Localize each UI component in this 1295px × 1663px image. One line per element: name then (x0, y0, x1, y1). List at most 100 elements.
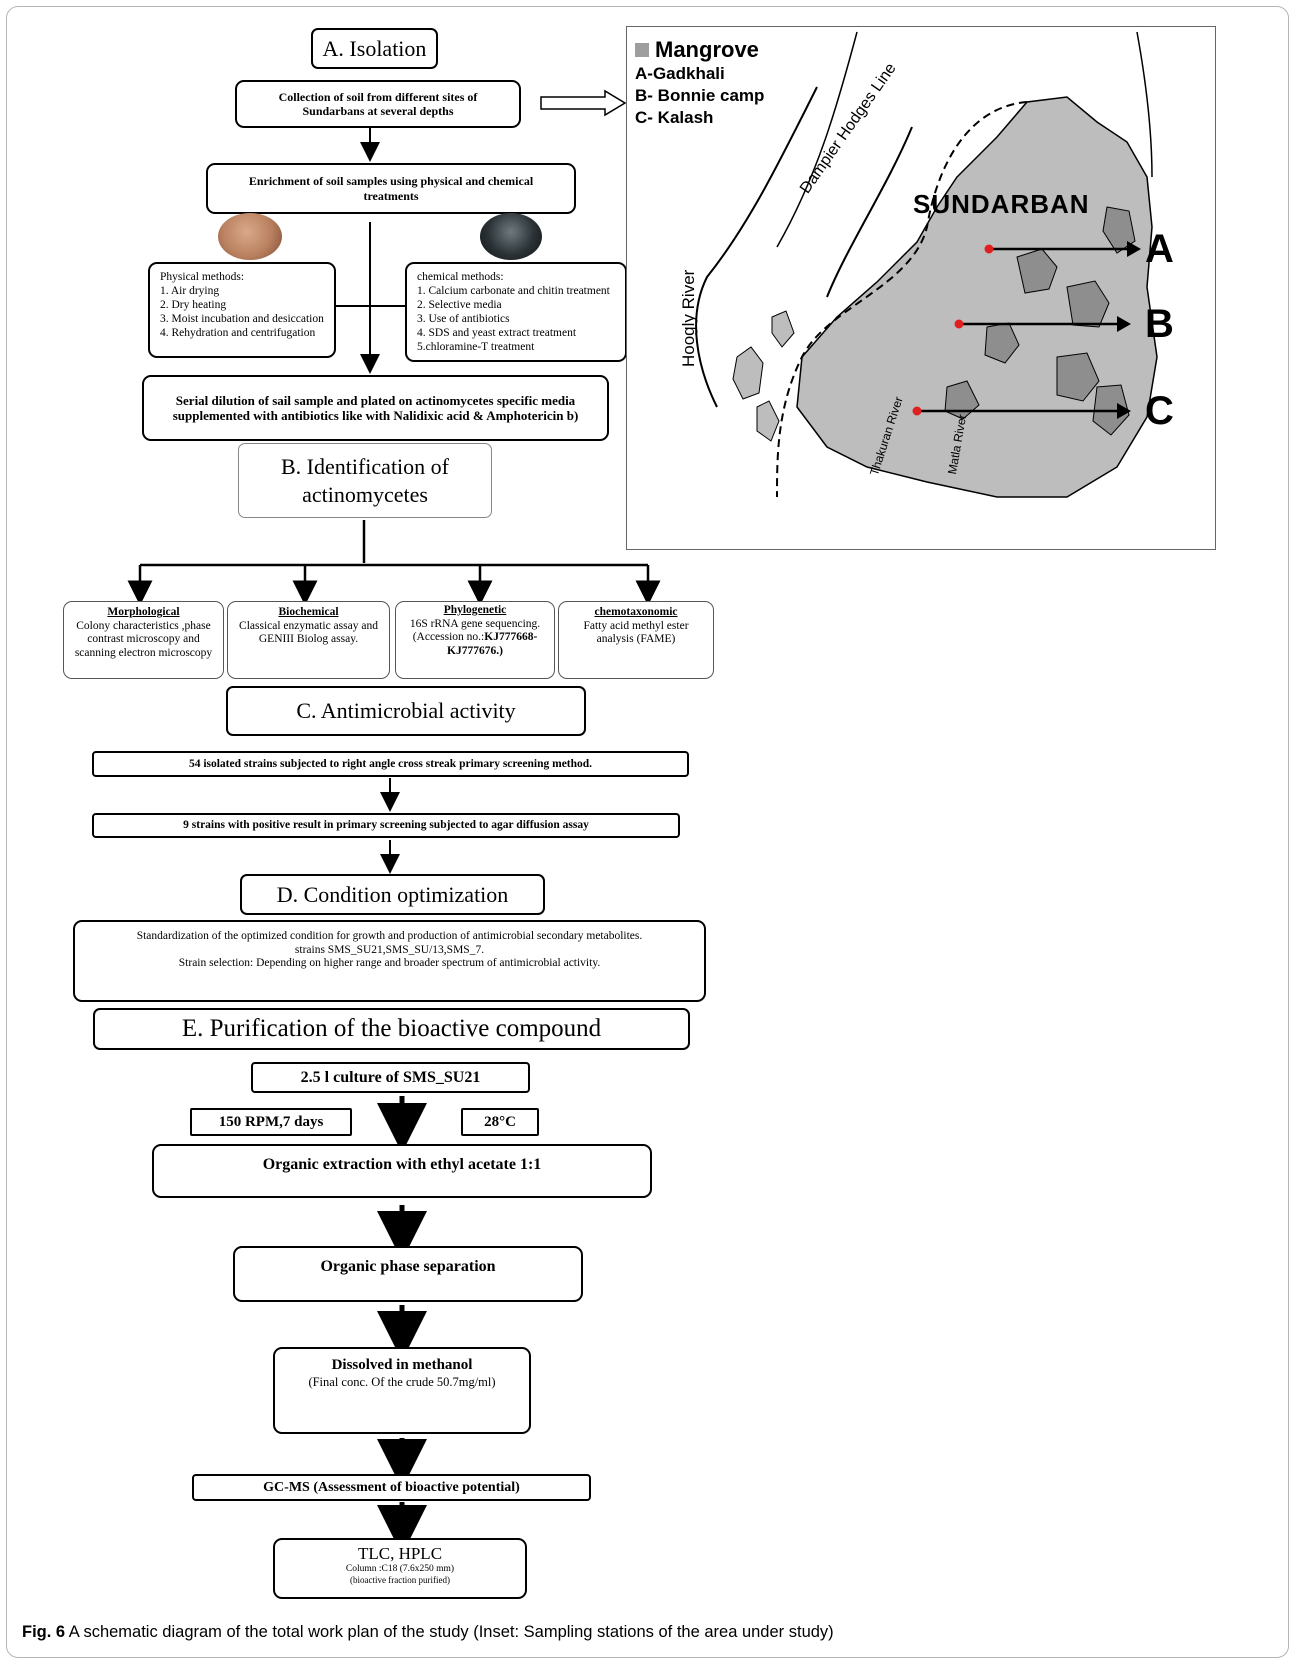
enrichment-text: Enrichment of soil samples using physica… (248, 174, 534, 203)
hoogly-river-label: Hoogly River (679, 269, 698, 367)
phylogenetic-box: Phylogenetic 16S rRNA gene sequencing. (… (395, 601, 555, 679)
phylogenetic-title: Phylogenetic (443, 604, 507, 616)
caption-text: A schematic diagram of the total work pl… (65, 1623, 834, 1641)
chemical-item: 4. SDS and yeast extract treatment (417, 327, 577, 340)
screening-step1-box: 54 isolated strains subjected to right a… (92, 751, 689, 777)
biochemical-text: Classical enzymatic assay and GENIII Bio… (239, 619, 378, 646)
river-line (826, 126, 913, 298)
section-e-title: E. Purification of the bioactive compoun… (93, 1008, 690, 1050)
dissolved-subtitle: (Final conc. Of the crude 50.7mg/ml) (308, 1374, 496, 1389)
accession-prefix: (Accession no.: (412, 631, 485, 644)
mangrove-island (771, 310, 795, 348)
serial-dilution-box: Serial dilution of sail sample and plate… (142, 375, 609, 441)
optimization-line3: Strain selection: Depending on higher ra… (178, 957, 601, 970)
culture-text: 2.5 l culture of SMS_SU21 (300, 1069, 481, 1086)
petri-dish-media-image (480, 213, 542, 260)
phase-separation-box: Organic phase separation (233, 1246, 583, 1302)
chemical-methods-box: chemical methods: 1. Calcium carbonate a… (405, 262, 627, 362)
station-b-arrowhead (1117, 316, 1131, 332)
map-legend: Mangrove A-Gadkhali B- Bonnie camp C- Ka… (635, 37, 764, 128)
morphological-box: Morphological Colony characteristics ,ph… (63, 601, 224, 679)
station-a-marker: A (1145, 227, 1174, 271)
chemical-item: 1. Calcium carbonate and chitin treatmen… (417, 285, 610, 298)
dissolved-title: Dissolved in methanol (331, 1357, 473, 1373)
figure-caption: Fig. 6 A schematic diagram of the total … (22, 1623, 834, 1642)
river-line (1136, 31, 1153, 178)
sundarban-label: SUNDARBAN (913, 189, 1090, 219)
mangrove-island (756, 400, 780, 442)
temperature-text: 28°C (484, 1114, 516, 1130)
figure-frame (6, 6, 1289, 1658)
chemical-item: 5.chloramine-T treatment (417, 341, 535, 354)
station-b-dot (954, 319, 964, 329)
phase-separation-text: Organic phase separation (320, 1258, 496, 1275)
chemical-item: 2. Selective media (417, 299, 502, 312)
physical-item: 3. Moist incubation and desiccation (160, 313, 324, 326)
gcms-box: GC-MS (Assessment of bioactive potential… (192, 1474, 591, 1501)
map-drawing (695, 31, 1158, 498)
legend-mangrove-label: Mangrove (655, 37, 759, 62)
hoogly-river-line (695, 86, 818, 408)
enrichment-box: Enrichment of soil samples using physica… (206, 163, 576, 214)
optimization-box: Standardization of the optimized conditi… (73, 920, 706, 1002)
tlc-note: (bioactive fraction purified) (350, 1575, 450, 1586)
legend-swatch (635, 43, 649, 57)
optimization-line2: strains SMS_SU21,SMS_SU/13,SMS_7. (294, 943, 485, 956)
chemotaxonomic-text: Fatty acid methyl ester analysis (FAME) (583, 619, 689, 646)
chemical-item: 3. Use of antibiotics (417, 313, 510, 326)
physical-item: 2. Dry heating (160, 299, 227, 312)
phylogenetic-text: 16S rRNA gene sequencing. (409, 617, 541, 630)
morphological-title: Morphological (107, 606, 180, 618)
legend-station-c: C- Kalash (635, 107, 714, 127)
section-a-title: A. Isolation (311, 28, 438, 69)
station-c-marker: C (1145, 389, 1174, 433)
culture-box: 2.5 l culture of SMS_SU21 (251, 1062, 530, 1093)
gcms-text: GC-MS (Assessment of bioactive potential… (263, 1480, 520, 1495)
arrow-to-map (540, 89, 627, 117)
physical-methods-title: Physical methods: (160, 271, 245, 283)
mangrove-patch (1066, 280, 1110, 328)
section-b-title: B. Identification of actinomycetes (238, 443, 492, 518)
tlc-hplc-box: TLC, HPLC Column :C18 (7.6x250 mm) (bioa… (273, 1538, 527, 1599)
mangrove-island (732, 346, 764, 400)
physical-methods-box: Physical methods: 1. Air drying 2. Dry h… (148, 262, 336, 358)
serial-dilution-text: Serial dilution of sail sample and plate… (172, 392, 579, 423)
screening-step2-box: 9 strains with positive result in primar… (92, 813, 680, 838)
rpm-text: 150 RPM,7 days (218, 1114, 324, 1130)
collection-box: Collection of soil from different sites … (235, 80, 521, 128)
extraction-text: Organic extraction with ethyl acetate 1:… (262, 1156, 542, 1173)
station-c-dot (912, 406, 922, 416)
legend-station-b: B- Bonnie camp (635, 85, 765, 105)
legend-station-a: A-Gadkhali (635, 64, 725, 83)
screening-step2-text: 9 strains with positive result in primar… (183, 819, 589, 831)
dissolved-box: Dissolved in methanol (Final conc. Of th… (273, 1347, 531, 1434)
biochemical-box: Biochemical Classical enzymatic assay an… (227, 601, 390, 679)
section-c-title: C. Antimicrobial activity (226, 686, 586, 736)
rpm-box: 150 RPM,7 days (190, 1108, 352, 1136)
collection-text: Collection of soil from different sites … (278, 89, 478, 118)
tlc-column: Column :C18 (7.6x250 mm) (345, 1564, 455, 1575)
mangrove-patch (1056, 352, 1100, 402)
extraction-box: Organic extraction with ethyl acetate 1:… (152, 1144, 652, 1198)
accession-numbers: KJ777668-KJ777676.) (447, 631, 538, 657)
station-b-marker: B (1145, 302, 1174, 346)
physical-item: 1. Air drying (160, 285, 220, 298)
chemical-methods-title: chemical methods: (417, 271, 504, 283)
tlc-title: TLC, HPLC (357, 1544, 443, 1563)
biochemical-title: Biochemical (278, 606, 339, 618)
petri-dish-soil-image (218, 213, 282, 260)
dampier-hodges-line (776, 101, 1028, 498)
station-a-dot (984, 244, 994, 254)
mangrove-patch (1016, 248, 1058, 294)
screening-step1-text: 54 isolated strains subjected to right a… (188, 758, 593, 770)
station-c-arrowhead (1117, 403, 1131, 419)
temperature-box: 28°C (461, 1108, 539, 1136)
chemotaxonomic-box: chemotaxonomic Fatty acid methyl ester a… (558, 601, 714, 679)
legend-mangrove: Mangrove (635, 37, 764, 63)
phylogenetic-accession: (Accession no.:KJ777668-KJ777676.) (400, 631, 550, 658)
river-line (776, 31, 858, 248)
caption-label: Fig. 6 (22, 1623, 66, 1641)
physical-item: 4. Rehydration and centrifugation (160, 327, 316, 340)
section-d-title: D. Condition optimization (240, 874, 545, 915)
chemotaxonomic-title: chemotaxonomic (594, 606, 678, 618)
